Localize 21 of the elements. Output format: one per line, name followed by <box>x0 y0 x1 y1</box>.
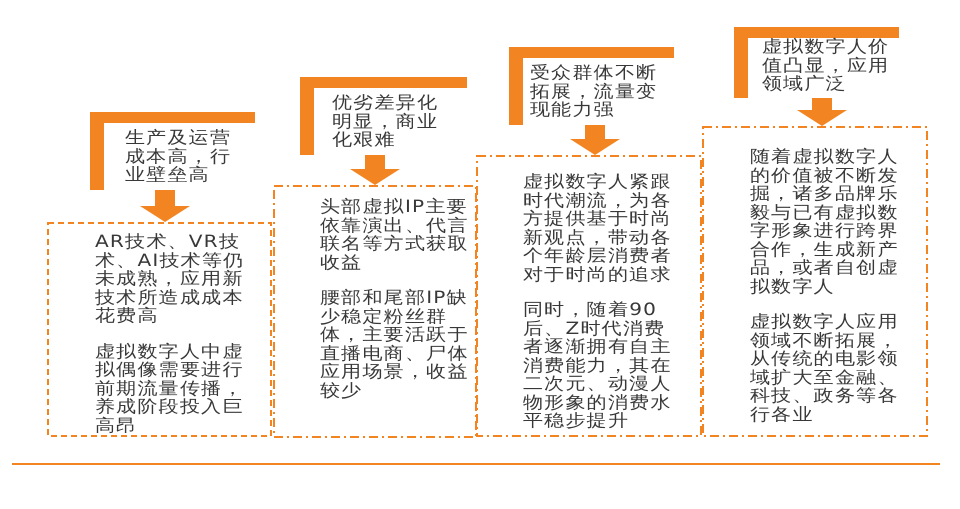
description-text: 虚拟数字人中虚拟偶像需要进行前期流量传播，养成阶段投入巨高昂 <box>95 342 245 435</box>
down-arrow <box>797 98 847 126</box>
step-bracket <box>734 27 899 98</box>
step-bracket <box>90 112 255 190</box>
description-text: 头部虚拟IP主要依靠演出、代言联名等方式获取收益 <box>320 198 470 272</box>
description-text: 腰部和尾部IP缺少稳定粉丝群体，主要活跃于直播电商、尸体应用场景，收益较少 <box>320 289 470 400</box>
down-arrow <box>350 155 400 185</box>
description-text: 虚拟数字人紧跟时代潮流，为各方提供基于时尚新观点，带动各个年龄层消费者对于时尚的追求 <box>523 173 673 284</box>
description-text: 随着虚拟数字人的价值被不断发掘，诸多品牌乐毅与已有虚拟数字形象进行跨界合作，生成新产品，或者自创虚拟数字人 <box>750 148 900 296</box>
description-text: 同时，随着90后、Z时代消费者逐渐拥有自主消费能力，其在二次元、动漫人物形象的消费水平稳步提升 <box>523 301 673 430</box>
description-text: AR技术、VR技术、AI技术等仍未成熟，应用新技术所造成成本花费高 <box>95 233 246 326</box>
heading-text: 虚拟数字人价值凸显，应用领域广泛 <box>762 38 890 94</box>
step-bracket <box>300 77 467 155</box>
description-text: 虚拟数字人应用领域不断拓展，从传统的电影领域扩大至金融、科技、政务等各行各业 <box>750 313 900 424</box>
heading-text: 受众群体不断拓展，流量变现能力强 <box>530 64 658 120</box>
step-bracket <box>509 47 674 125</box>
dashed-box <box>47 222 272 437</box>
down-arrow <box>140 190 190 222</box>
heading-text: 优劣差异化明显，商业化艰难 <box>332 94 440 150</box>
down-arrow <box>570 125 620 155</box>
heading-text: 生产及运营成本高，行业壁垒高 <box>125 129 232 184</box>
